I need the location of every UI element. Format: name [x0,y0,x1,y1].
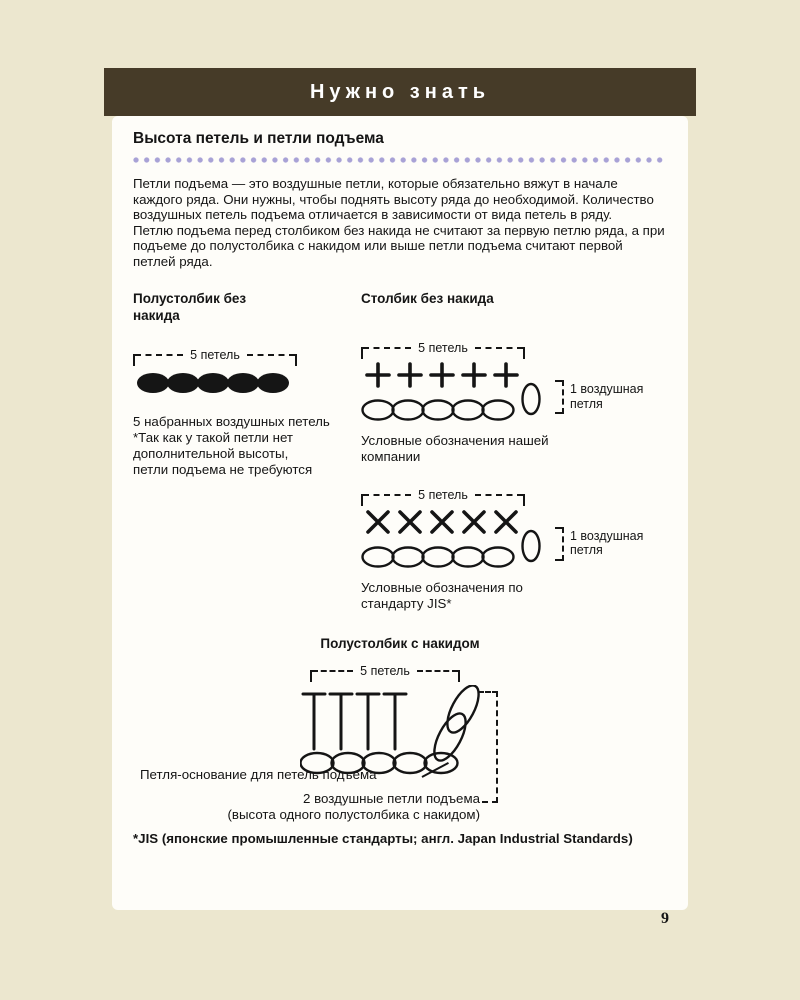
single-crochet-company-diagram [361,362,541,421]
stitch-count-label: 5 петель [418,488,468,503]
lift-loops-label-main: 2 воздушные петли подъема [303,790,480,806]
foundation-chain [361,399,515,421]
bracket-tick [310,669,312,682]
bracket-dash [474,494,524,497]
jis-notation-block: 5 петель [361,487,667,612]
intro-paragraph-1: Петли подъема — это воздушные петли, кот… [133,176,654,223]
plus-symbols [365,362,519,388]
section-title: Высота петель и петли подъема [133,130,384,147]
bracket-tick [133,354,135,367]
t-symbols [301,692,408,751]
left-column: Полустолбик без накида 5 петель 5 набран… [133,291,361,612]
stitch-count-bracket: 5 петель [310,663,461,682]
leader-line [478,690,498,693]
left-column-heading: Полустолбик без накида [133,291,247,324]
stitch-count-bracket: 5 петель [361,487,526,507]
turning-chain-loop [521,529,541,563]
x-symbols [366,510,518,534]
left-caption: 5 набранных воздушных петель [133,414,330,430]
foundation-chain [361,546,515,568]
chain-loops [137,373,289,394]
bracket-tick [523,494,526,507]
stitch-count-bracket: 5 петель [133,347,298,367]
company-notation-block: 5 петель [361,340,667,465]
stitch-count-label: 5 петель [418,341,468,356]
right-column: Столбик без накида 5 петель [361,291,667,612]
chapter-header-bar: Нужно знать [104,68,696,116]
turning-chain-label: 1 воздушная петля [570,529,644,558]
lift-loops-label-sub: (высота одного полустолбика с накидом) [227,807,480,823]
bracket-tick [361,347,363,360]
stitch-count-label: 5 петель [360,663,410,678]
bracket-dash [363,347,412,350]
turning-chain-label: 1 воздушная петля [570,382,644,411]
page-number: 9 [661,910,669,927]
turning-chain-bracket [555,527,564,562]
bracket-dash [246,354,296,357]
bracket-tick [523,347,526,360]
bracket-tick [295,354,298,367]
footnote: *JIS (японские промышленные стандарты; а… [133,830,633,846]
leader-line [496,690,498,803]
diagram-row: 1 воздушная петля [361,506,667,570]
bracket-dash [474,347,524,350]
diagram-row: 1 воздушная петля [361,359,667,423]
bracket-tick [458,669,461,682]
diagram-columns: Полустолбик без накида 5 петель 5 набран… [133,291,667,612]
company-caption: Условные обозначения нашей компании [361,433,549,465]
left-note: *Так как у такой петли нет дополнительно… [133,429,313,477]
content-panel: Высота петель и петли подъема Петли подъ… [112,116,688,910]
turning-chain-bracket [555,380,564,415]
bracket-dash [363,494,412,497]
turning-chain-loops [433,684,480,762]
bottom-section-heading: Полустолбик с накидом [320,635,480,651]
chain-stitch-diagram [137,373,289,394]
base-loop-label: Петля-основание для петель подъема [140,766,377,782]
stitch-count-bracket: 5 петель [361,340,526,360]
leader-line [482,800,498,803]
chapter-title: Нужно знать [309,80,491,103]
single-crochet-jis-diagram [361,510,541,568]
jis-caption: Условные обозначения по стандарту JIS* [361,580,523,612]
foundation-chain [300,751,459,775]
bracket-dash [416,669,459,672]
lift-loops-label: 2 воздушные петли подъема (высота одного… [200,791,480,823]
intro-paragraph-2: Петлю подъема перед столбиком без накида… [133,222,665,269]
half-double-crochet-section: 5 петель [140,655,660,825]
half-double-crochet-diagram [300,684,480,775]
right-column-heading: Столбик без накида [361,291,494,307]
stitch-count-label: 5 петель [190,348,240,363]
turning-chain-loop [521,382,541,416]
dotted-divider [133,157,667,163]
bracket-dash [312,669,354,672]
bracket-tick [361,494,363,507]
bracket-dash [135,354,184,357]
